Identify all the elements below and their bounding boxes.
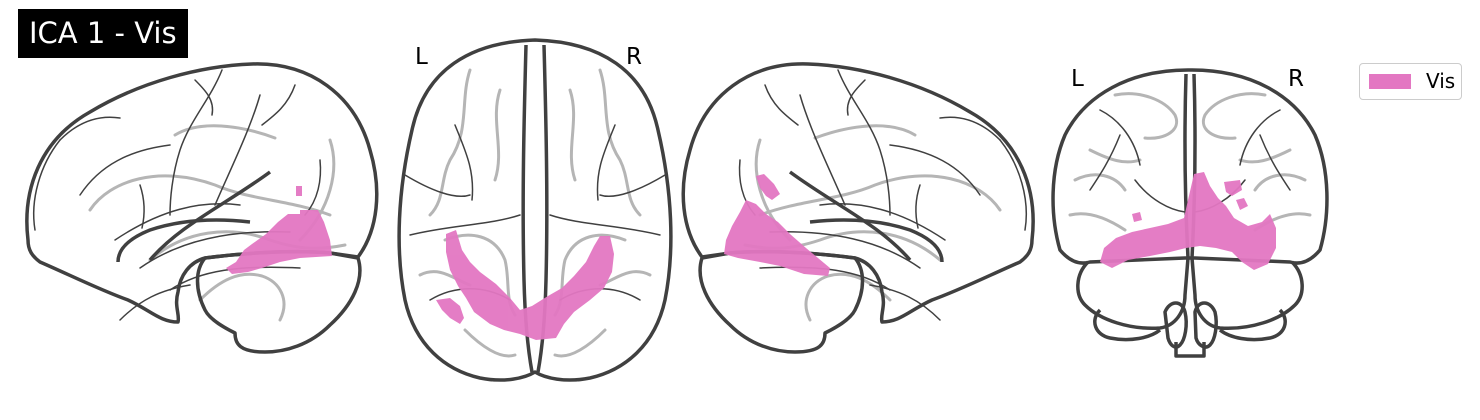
sagittal-left-view	[25, 62, 379, 354]
activation-sagittal-left	[226, 186, 332, 274]
activation-coronal	[1100, 172, 1276, 270]
coronal-right-label: R	[1288, 66, 1304, 92]
axial-right-label: R	[626, 44, 642, 70]
legend: Vis	[1359, 63, 1462, 100]
activation-sagittal-right	[724, 174, 830, 276]
axial-view	[397, 38, 673, 382]
figure-title: ICA 1 - Vis	[18, 9, 188, 58]
axial-left-label: L	[415, 44, 428, 70]
activation-axial	[436, 230, 614, 340]
sagittal-right-view	[681, 62, 1035, 354]
legend-label: Vis	[1426, 69, 1456, 93]
legend-swatch	[1369, 74, 1411, 89]
coronal-left-label: L	[1071, 66, 1084, 92]
coronal-view	[1051, 68, 1329, 358]
